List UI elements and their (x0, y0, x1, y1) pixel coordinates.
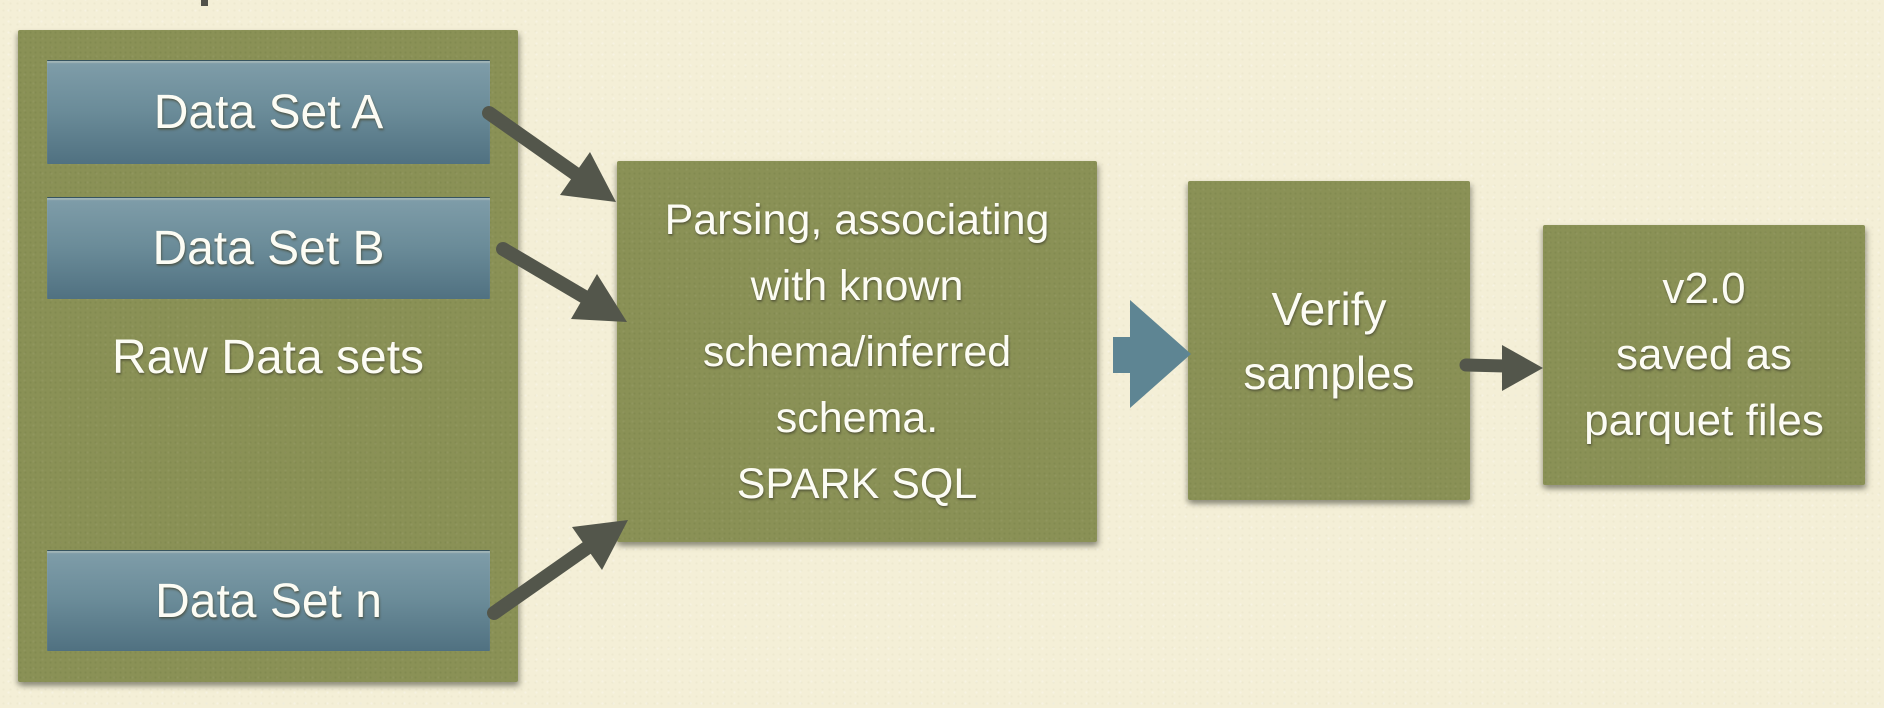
dataset-b-to-process-arrow-icon (496, 242, 627, 322)
node-line: Verify (1271, 282, 1387, 335)
cropped-edge-mark (201, 0, 208, 6)
node-line: with known (750, 261, 964, 310)
verify-to-output-arrow-icon (1459, 345, 1543, 391)
node-label: Data Set n (155, 574, 382, 628)
node-line: samples (1243, 346, 1415, 399)
node-label: Data Set A (153, 86, 384, 139)
node-data-set-b: Data Set B (47, 197, 490, 299)
node-line: saved as (1615, 330, 1793, 379)
node-line: schema/inferred (702, 327, 1012, 376)
panel-label-text: Raw Data sets (111, 330, 425, 384)
node-line: schema. (775, 393, 939, 442)
node-line: parquet files (1584, 396, 1824, 445)
process-to-verify-block-arrow-icon (1113, 300, 1191, 408)
node-data-set-a: Data Set A (47, 60, 490, 164)
raw-data-panel: Data Set A Data Set B Raw Data sets Data… (18, 30, 518, 682)
node-line: SPARK SQL (736, 459, 978, 508)
node-parquet-output: v2.0 saved as parquet files (1543, 225, 1865, 485)
node-verify-samples: Verify samples (1188, 181, 1470, 500)
raw-data-panel-label: Raw Data sets (18, 328, 518, 386)
node-label: Data Set B (152, 222, 385, 275)
node-line: v2.0 (1662, 264, 1746, 313)
node-line: Parsing, associating (664, 195, 1050, 244)
node-data-set-n: Data Set n (47, 550, 490, 651)
node-parsing-spark-sql: Parsing, associating with known schema/i… (617, 161, 1097, 542)
